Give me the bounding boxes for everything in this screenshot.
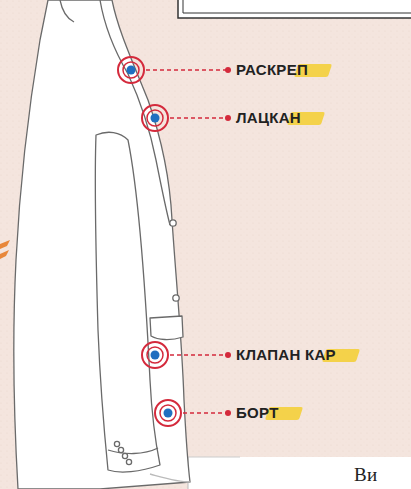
hem: [150, 474, 190, 482]
view-caption: Ви: [354, 466, 377, 484]
callout-marker: [155, 400, 231, 426]
pocket-flap: [150, 316, 183, 340]
jacket: [14, 0, 190, 489]
frame-bottom: [188, 457, 411, 489]
part-label: ЛАЦКАН: [236, 109, 301, 127]
part-label: БОРТ: [236, 404, 279, 422]
callout-markers: [118, 57, 231, 426]
callout-marker: [142, 105, 231, 131]
jacket-body: [14, 0, 190, 489]
callout-marker: [118, 57, 231, 83]
frame-top: [178, 0, 411, 18]
buttons: [170, 220, 179, 301]
part-label: РАСКРЕП: [236, 61, 308, 79]
cuff-buttons: [114, 441, 131, 464]
part-label: КЛАПАН КАР: [236, 346, 336, 364]
cuff: [108, 448, 158, 454]
collar: [60, 0, 128, 74]
callout-marker: [142, 342, 231, 368]
sleeve: [95, 132, 160, 472]
decor-mark: [0, 240, 10, 259]
